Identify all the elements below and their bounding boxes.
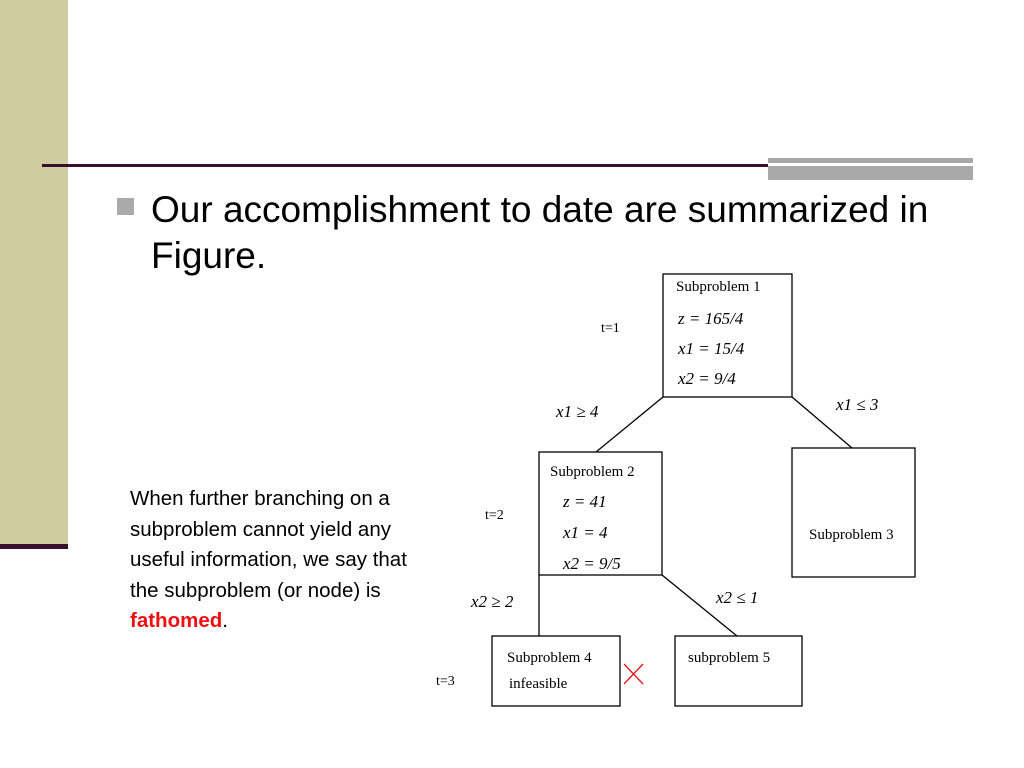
note-text: When further branching on a subproblem c… (130, 487, 407, 602)
accent-bar (768, 158, 973, 180)
note-end: . (222, 609, 228, 632)
level-label-t3: t=3 (436, 674, 455, 689)
node-subproblem-5: subproblem 5 (674, 635, 803, 707)
x-mark-icon (623, 663, 644, 685)
node-4-title: Subproblem 4 (507, 650, 592, 666)
branch-label-x2-ge-2: x2 ≥ 2 (470, 592, 514, 611)
bullet-icon (117, 198, 134, 215)
node-4-status: infeasible (509, 676, 568, 692)
node-2-x2: x2 = 9/5 (562, 554, 621, 573)
node-5-title: subproblem 5 (688, 650, 770, 666)
node-subproblem-3: Subproblem 3 (791, 447, 916, 578)
node-2-title: Subproblem 2 (550, 464, 635, 480)
node-subproblem-2: Subproblem 2 z = 41 x1 = 4 x2 = 9/5 (538, 451, 663, 576)
node-2-x1: x1 = 4 (562, 523, 608, 542)
branch-label-x1-le-3: x1 ≤ 3 (835, 395, 878, 414)
fathomed-highlight: fathomed (130, 609, 223, 632)
level-label-t1: t=1 (601, 321, 620, 336)
branch-label-x2-le-1: x2 ≤ 1 (715, 588, 758, 607)
edge-1-2 (595, 396, 664, 453)
bullet-text: Our accomplishment to date are summarize… (151, 189, 929, 276)
node-1-x1: x1 = 15/4 (677, 339, 745, 358)
node-3-title: Subproblem 3 (809, 527, 894, 543)
node-subproblem-1: Subproblem 1 z = 165/4 x1 = 15/4 x2 = 9/… (662, 273, 793, 398)
edge-1-3 (791, 396, 853, 449)
level-label-t2: t=2 (485, 508, 504, 523)
edge-2-5 (661, 574, 738, 637)
node-subproblem-4: Subproblem 4 infeasible (491, 635, 621, 707)
node-1-x2: x2 = 9/4 (677, 369, 736, 388)
node-1-z: z = 165/4 (677, 309, 744, 328)
title-divider (42, 164, 772, 167)
sidebar-band (0, 0, 68, 548)
sidebar-divider (0, 544, 68, 549)
node-2-z: z = 41 (562, 492, 607, 511)
fathomed-note: When further branching on a subproblem c… (130, 484, 430, 637)
node-1-title: Subproblem 1 (676, 279, 761, 295)
branch-label-x1-ge-4: x1 ≥ 4 (555, 402, 599, 421)
